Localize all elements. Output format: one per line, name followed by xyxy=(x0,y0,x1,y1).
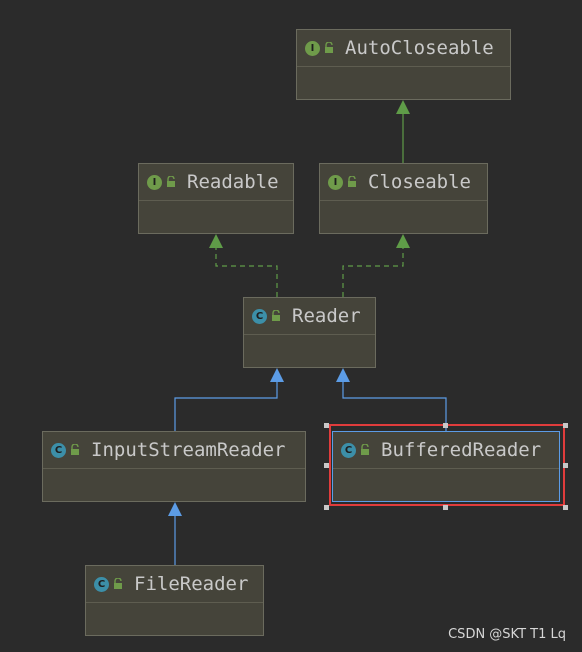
node-label: Closeable xyxy=(368,171,471,193)
unlock-icon xyxy=(166,176,177,188)
unlock-icon xyxy=(347,176,358,188)
node-label: AutoCloseable xyxy=(345,37,494,59)
abstract-class-icon: C xyxy=(252,308,267,324)
interface-icon: I xyxy=(305,40,320,56)
arrowhead-autocloseable xyxy=(396,100,410,114)
resize-handle[interactable] xyxy=(324,423,329,428)
node-label: FileReader xyxy=(134,573,249,595)
node-filereader[interactable]: C FileReader xyxy=(85,565,264,636)
node-label: InputStreamReader xyxy=(91,439,286,461)
unlock-icon xyxy=(271,310,282,322)
resize-handle[interactable] xyxy=(443,423,448,428)
edge-reader-readable xyxy=(215,248,278,297)
edge-reader-closeable xyxy=(342,248,404,297)
node-label: Reader xyxy=(292,305,361,327)
class-icon: C xyxy=(94,576,109,592)
class-icon: C xyxy=(341,442,356,458)
resize-handle[interactable] xyxy=(443,505,448,510)
resize-handle[interactable] xyxy=(563,505,568,510)
node-bufferedreader[interactable]: C BufferedReader xyxy=(332,431,560,502)
node-autocloseable[interactable]: I AutoCloseable xyxy=(296,29,511,100)
edge-bufferedreader-reader xyxy=(342,382,447,431)
edge-inputstreamreader-reader xyxy=(174,382,278,431)
resize-handle[interactable] xyxy=(324,463,329,468)
unlock-icon xyxy=(360,444,371,456)
interface-icon: I xyxy=(328,174,343,190)
arrowhead-reader-right xyxy=(336,368,350,382)
node-readable[interactable]: I Readable xyxy=(138,163,294,234)
interface-icon: I xyxy=(147,174,162,190)
unlock-icon xyxy=(70,444,81,456)
arrowhead-closeable xyxy=(396,234,410,248)
node-closeable[interactable]: I Closeable xyxy=(319,163,488,234)
resize-handle[interactable] xyxy=(324,505,329,510)
resize-handle[interactable] xyxy=(563,423,568,428)
unlock-icon xyxy=(113,578,124,590)
unlock-icon xyxy=(324,42,335,54)
selection-highlight xyxy=(329,424,565,506)
node-inputstreamreader[interactable]: C InputStreamReader xyxy=(42,431,306,502)
node-label: BufferedReader xyxy=(381,439,542,461)
arrowhead-readable xyxy=(209,234,223,248)
node-label: Readable xyxy=(187,171,279,193)
arrowhead-reader-left xyxy=(270,368,284,382)
class-icon: C xyxy=(51,442,66,458)
arrowhead-inputstreamreader xyxy=(168,502,182,516)
node-reader[interactable]: C Reader xyxy=(243,297,376,368)
resize-handle[interactable] xyxy=(563,463,568,468)
watermark: CSDN @SKT T1 Lq xyxy=(448,627,566,642)
